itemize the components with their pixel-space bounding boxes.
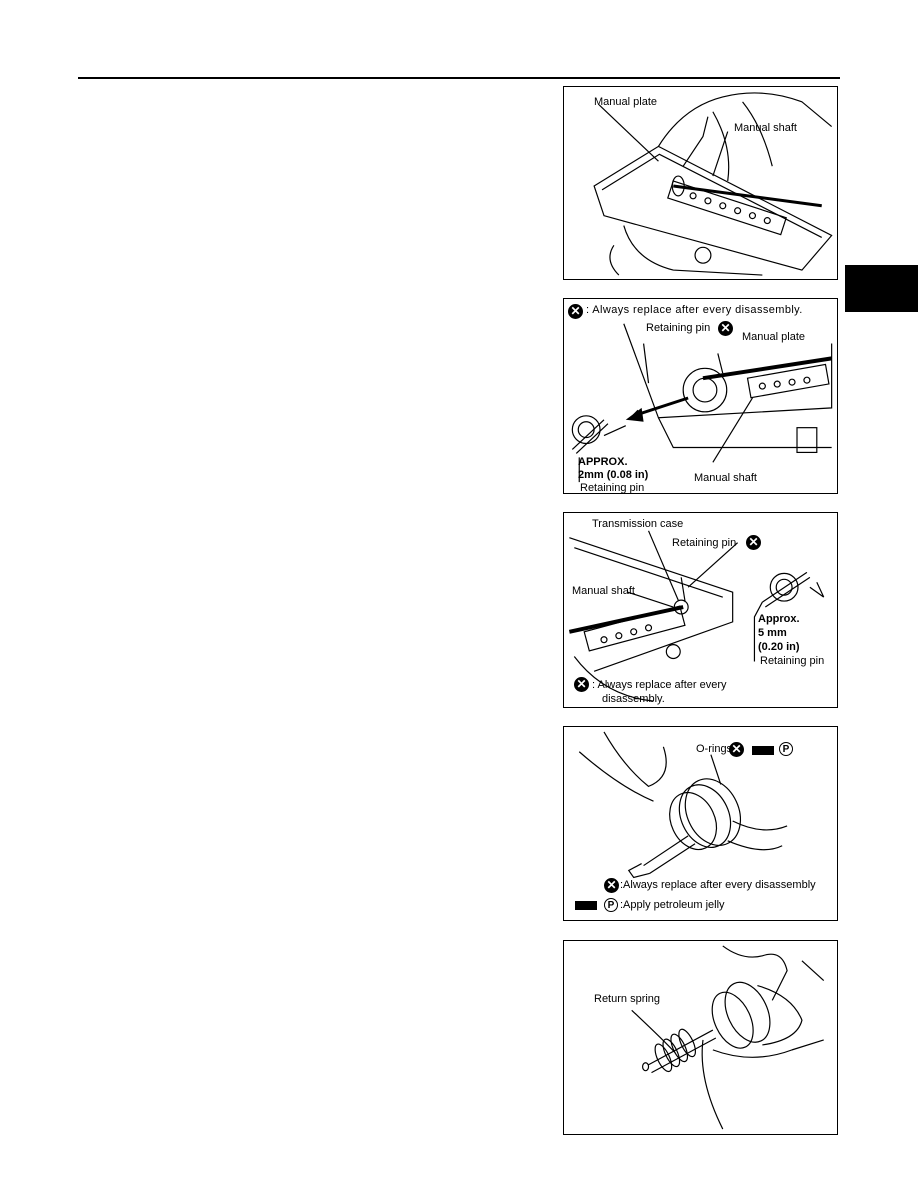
legend-always-replace: : Always replace after every disassembly…	[586, 304, 803, 316]
figure-manual-plate-shaft: Manual plate Manual shaft	[563, 86, 838, 280]
label-approx: Approx.	[758, 613, 800, 625]
illustration-return-spring	[631, 945, 825, 1130]
legend-apply-petroleum-jelly: :Apply petroleum jelly	[620, 899, 725, 911]
figure-return-spring: Return spring	[563, 940, 838, 1135]
legend-always-replace-line1: : Always replace after every	[592, 679, 727, 691]
x-circle-icon: ✕	[718, 321, 733, 336]
x-circle-icon: ✕	[729, 742, 744, 757]
label-manual-shaft: Manual shaft	[572, 585, 635, 597]
label-transmission-case: Transmission case	[592, 518, 684, 530]
label-return-spring: Return spring	[594, 993, 661, 1005]
label-retaining-pin-bottom: Retaining pin	[580, 482, 645, 494]
label-manual-plate: Manual plate	[742, 331, 805, 343]
label-dimension: 2mm (0.08 in)	[578, 469, 649, 481]
label-o-rings: O-rings	[696, 743, 733, 755]
x-circle-icon: ✕	[604, 878, 619, 893]
label-manual-shaft: Manual shaft	[694, 472, 757, 484]
petroleum-jelly-icon	[752, 746, 774, 755]
x-circle-icon: ✕	[568, 304, 583, 319]
illustration-retaining-pin-install	[568, 530, 825, 702]
label-retaining-pin-dimension: Retaining pin	[760, 655, 825, 667]
label-retaining-pin: Retaining pin	[672, 537, 737, 549]
illustration-manual-plate	[593, 92, 833, 276]
petroleum-jelly-icon	[575, 901, 597, 910]
legend-always-replace: :Always replace after every disassembly	[620, 879, 816, 891]
figure-transmission-case: Transmission case Retaining pin ✕ Manual…	[563, 512, 838, 708]
label-dimension-in: (0.20 in)	[758, 641, 800, 653]
p-circle-icon: P	[604, 898, 618, 912]
section-tab	[845, 265, 918, 312]
x-circle-icon: ✕	[746, 535, 761, 550]
x-circle-icon: ✕	[574, 677, 589, 692]
illustration-o-rings	[578, 731, 788, 879]
label-approx: APPROX.	[578, 456, 628, 468]
label-manual-shaft: Manual shaft	[734, 122, 797, 134]
label-retaining-pin: Retaining pin	[646, 322, 711, 334]
header-rule	[78, 77, 840, 79]
figure-o-rings: O-rings ✕ P ✕ :Always replace after ever…	[563, 726, 838, 921]
figure-retaining-pin: ✕ : Always replace after every disassemb…	[563, 298, 838, 494]
label-manual-plate: Manual plate	[594, 96, 657, 108]
illustration-retaining-pin-removal	[571, 323, 833, 483]
p-circle-icon: P	[779, 742, 793, 756]
legend-always-replace-line2: disassembly.	[602, 693, 665, 705]
label-dimension-mm: 5 mm	[758, 627, 787, 639]
